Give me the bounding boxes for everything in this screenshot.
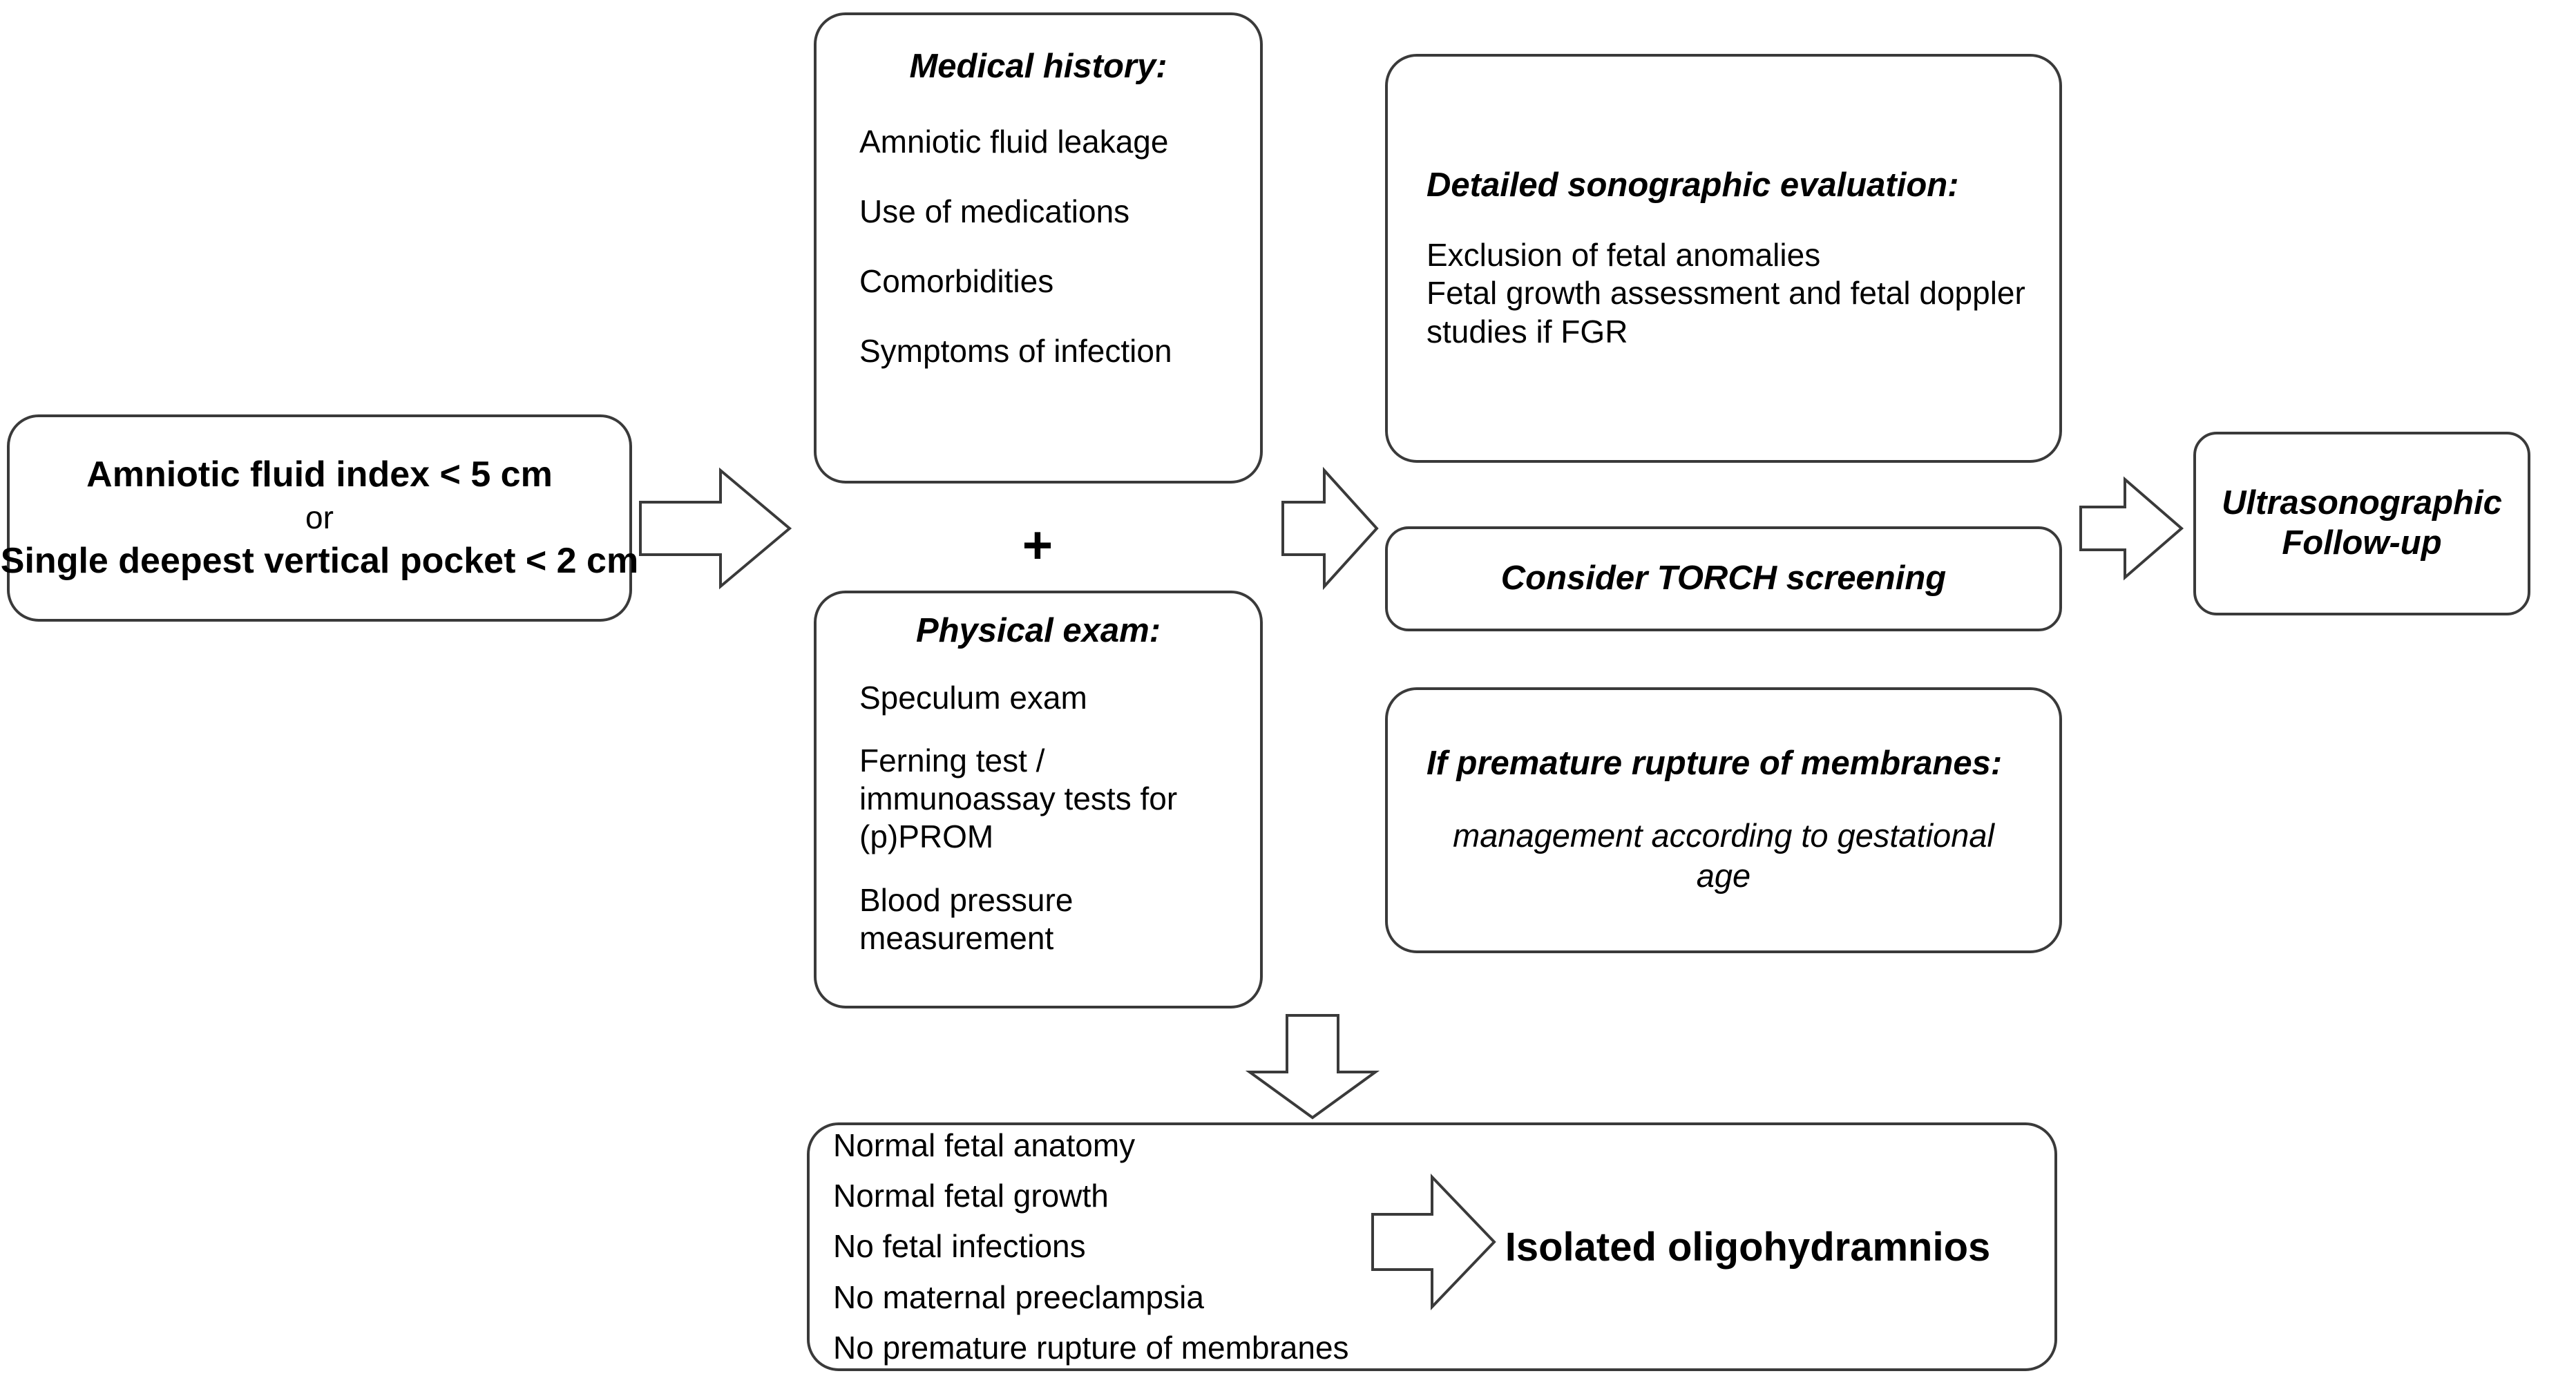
isolated-criterion: No maternal preeclampsia: [833, 1279, 1204, 1315]
criteria-line-3: Single deepest vertical pocket < 2 cm: [0, 540, 639, 581]
sonographic-evaluation-title: Detailed sonographic evaluation:: [1427, 166, 1959, 204]
isolated-criterion: No premature rupture of membranes: [833, 1329, 1349, 1366]
isolated-criteria-list: Normal fetal anatomy Normal fetal growth…: [810, 1127, 1400, 1367]
arrow-assessment-to-evaluation-icon: [1281, 466, 1379, 591]
torch-screening-box: Consider TORCH screening: [1385, 526, 2062, 631]
criteria-or-label: or: [305, 499, 334, 536]
medical-history-item: Amniotic fluid leakage: [859, 123, 1169, 160]
followup-line-1: Ultrasonographic: [2222, 484, 2502, 522]
prom-title: If premature rupture of membranes:: [1427, 744, 2003, 782]
torch-screening-title: Consider TORCH screening: [1500, 559, 1947, 597]
physical-exam-item: Blood pressure measurement: [859, 881, 1074, 956]
physical-exam-box: Physical exam: Speculum exam Ferning tes…: [814, 591, 1263, 1008]
arrow-exam-to-isolated-icon: [1245, 1014, 1380, 1120]
criteria-box: Amniotic fluid index < 5 cm or Single de…: [1, 414, 638, 622]
plus-symbol: +: [1022, 516, 1053, 575]
medical-history-title: Medical history:: [909, 48, 1167, 85]
sonographic-evaluation-item: Fetal growth assessment and fetal dopple…: [1427, 275, 2025, 350]
medical-history-item: Symptoms of infection: [859, 333, 1172, 370]
followup-line-2: Follow-up: [2282, 524, 2442, 562]
physical-exam-item: Ferning test / immunoassay tests for (p)…: [859, 743, 1178, 855]
isolated-criterion: Normal fetal growth: [833, 1178, 1109, 1214]
arrow-criteria-to-assessment-icon: [639, 466, 792, 591]
criteria-line-1: Amniotic fluid index < 5 cm: [86, 455, 553, 495]
ultrasonographic-followup-box: Ultrasonographic Follow-up: [2193, 432, 2530, 615]
prom-detail: management according to gestational age: [1453, 816, 1994, 895]
prom-management-box: If premature rupture of membranes: manag…: [1385, 687, 2062, 953]
medical-history-item: Use of medications: [859, 193, 1130, 229]
medical-history-box: Medical history: Amniotic fluid leakage …: [814, 12, 1263, 484]
isolated-criterion: No fetal infections: [833, 1228, 1086, 1265]
physical-exam-item: Speculum exam: [859, 679, 1087, 716]
sonographic-evaluation-box: Detailed sonographic evaluation: Exclusi…: [1385, 54, 2062, 463]
medical-history-item: Comorbidities: [859, 263, 1054, 300]
arrow-criteria-to-result-icon: [1371, 1174, 1496, 1310]
physical-exam-title: Physical exam:: [915, 612, 1161, 649]
sonographic-evaluation-item: Exclusion of fetal anomalies: [1427, 237, 1821, 274]
isolated-oligohydramnios-box: Normal fetal anatomy Normal fetal growth…: [807, 1122, 2057, 1371]
arrow-evaluation-to-followup-icon: [2079, 476, 2184, 581]
isolated-criterion: Normal fetal anatomy: [833, 1127, 1136, 1164]
isolated-oligohydramnios-label: Isolated oligohydramnios: [1505, 1224, 1991, 1270]
